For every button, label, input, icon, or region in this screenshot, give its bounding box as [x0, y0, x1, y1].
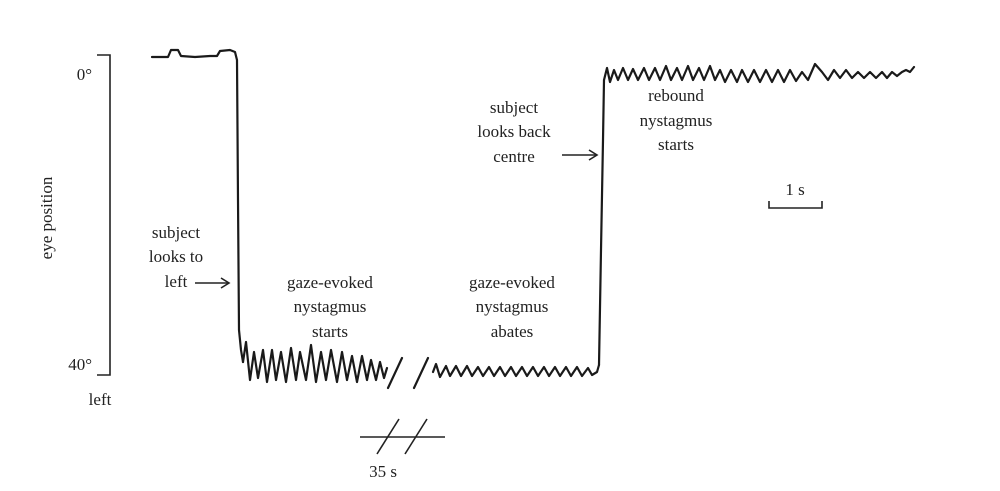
annotation-gaze-starts-line1: gaze-evoked — [287, 273, 373, 292]
time-scale-label: 1 s — [785, 180, 804, 199]
direction-left-label: left — [89, 390, 112, 409]
arrow-icon — [195, 277, 231, 289]
annotation-gaze-starts-line2: nystagmus — [294, 297, 367, 316]
trace-gaze-evoked-nystagmus-abates — [431, 362, 601, 379]
tick-40-deg: 40° — [68, 355, 92, 374]
tick-0-deg: 0° — [77, 65, 92, 84]
annotation-looks-back-line3: centre — [493, 147, 535, 166]
annotation-rebound-line2: nystagmus — [640, 111, 713, 130]
y-axis-label: eye position — [37, 176, 56, 259]
annotation-gaze-starts-line3: starts — [312, 322, 348, 341]
time-break-marker — [360, 418, 445, 455]
annotation-looks-back-line1: subject — [490, 98, 538, 117]
eye-position-axis — [97, 54, 111, 376]
time-scale-bar — [768, 201, 823, 209]
trace-baseline-and-saccade-left — [150, 48, 245, 364]
annotation-rebound-line1: rebound — [648, 86, 704, 105]
annotation-rebound-line3: starts — [658, 135, 694, 154]
trace-break-mark-2 — [412, 356, 430, 390]
annotation-looks-left-line2: looks to — [149, 247, 203, 266]
trace-break-mark-1 — [386, 356, 404, 390]
annotation-looks-left-line1: subject — [152, 223, 200, 242]
trace-return-and-rebound-nystagmus — [597, 62, 916, 367]
arrow-icon — [562, 149, 599, 161]
time-break-label: 35 s — [369, 462, 397, 481]
trace-gaze-evoked-nystagmus-start — [241, 340, 389, 384]
annotation-looks-back-line2: looks back — [477, 122, 551, 141]
annotation-gaze-abates-line3: abates — [491, 322, 533, 341]
annotation-looks-left-line3: left — [165, 272, 188, 291]
annotation-gaze-abates-line2: nystagmus — [476, 297, 549, 316]
annotation-gaze-abates-line1: gaze-evoked — [469, 273, 555, 292]
